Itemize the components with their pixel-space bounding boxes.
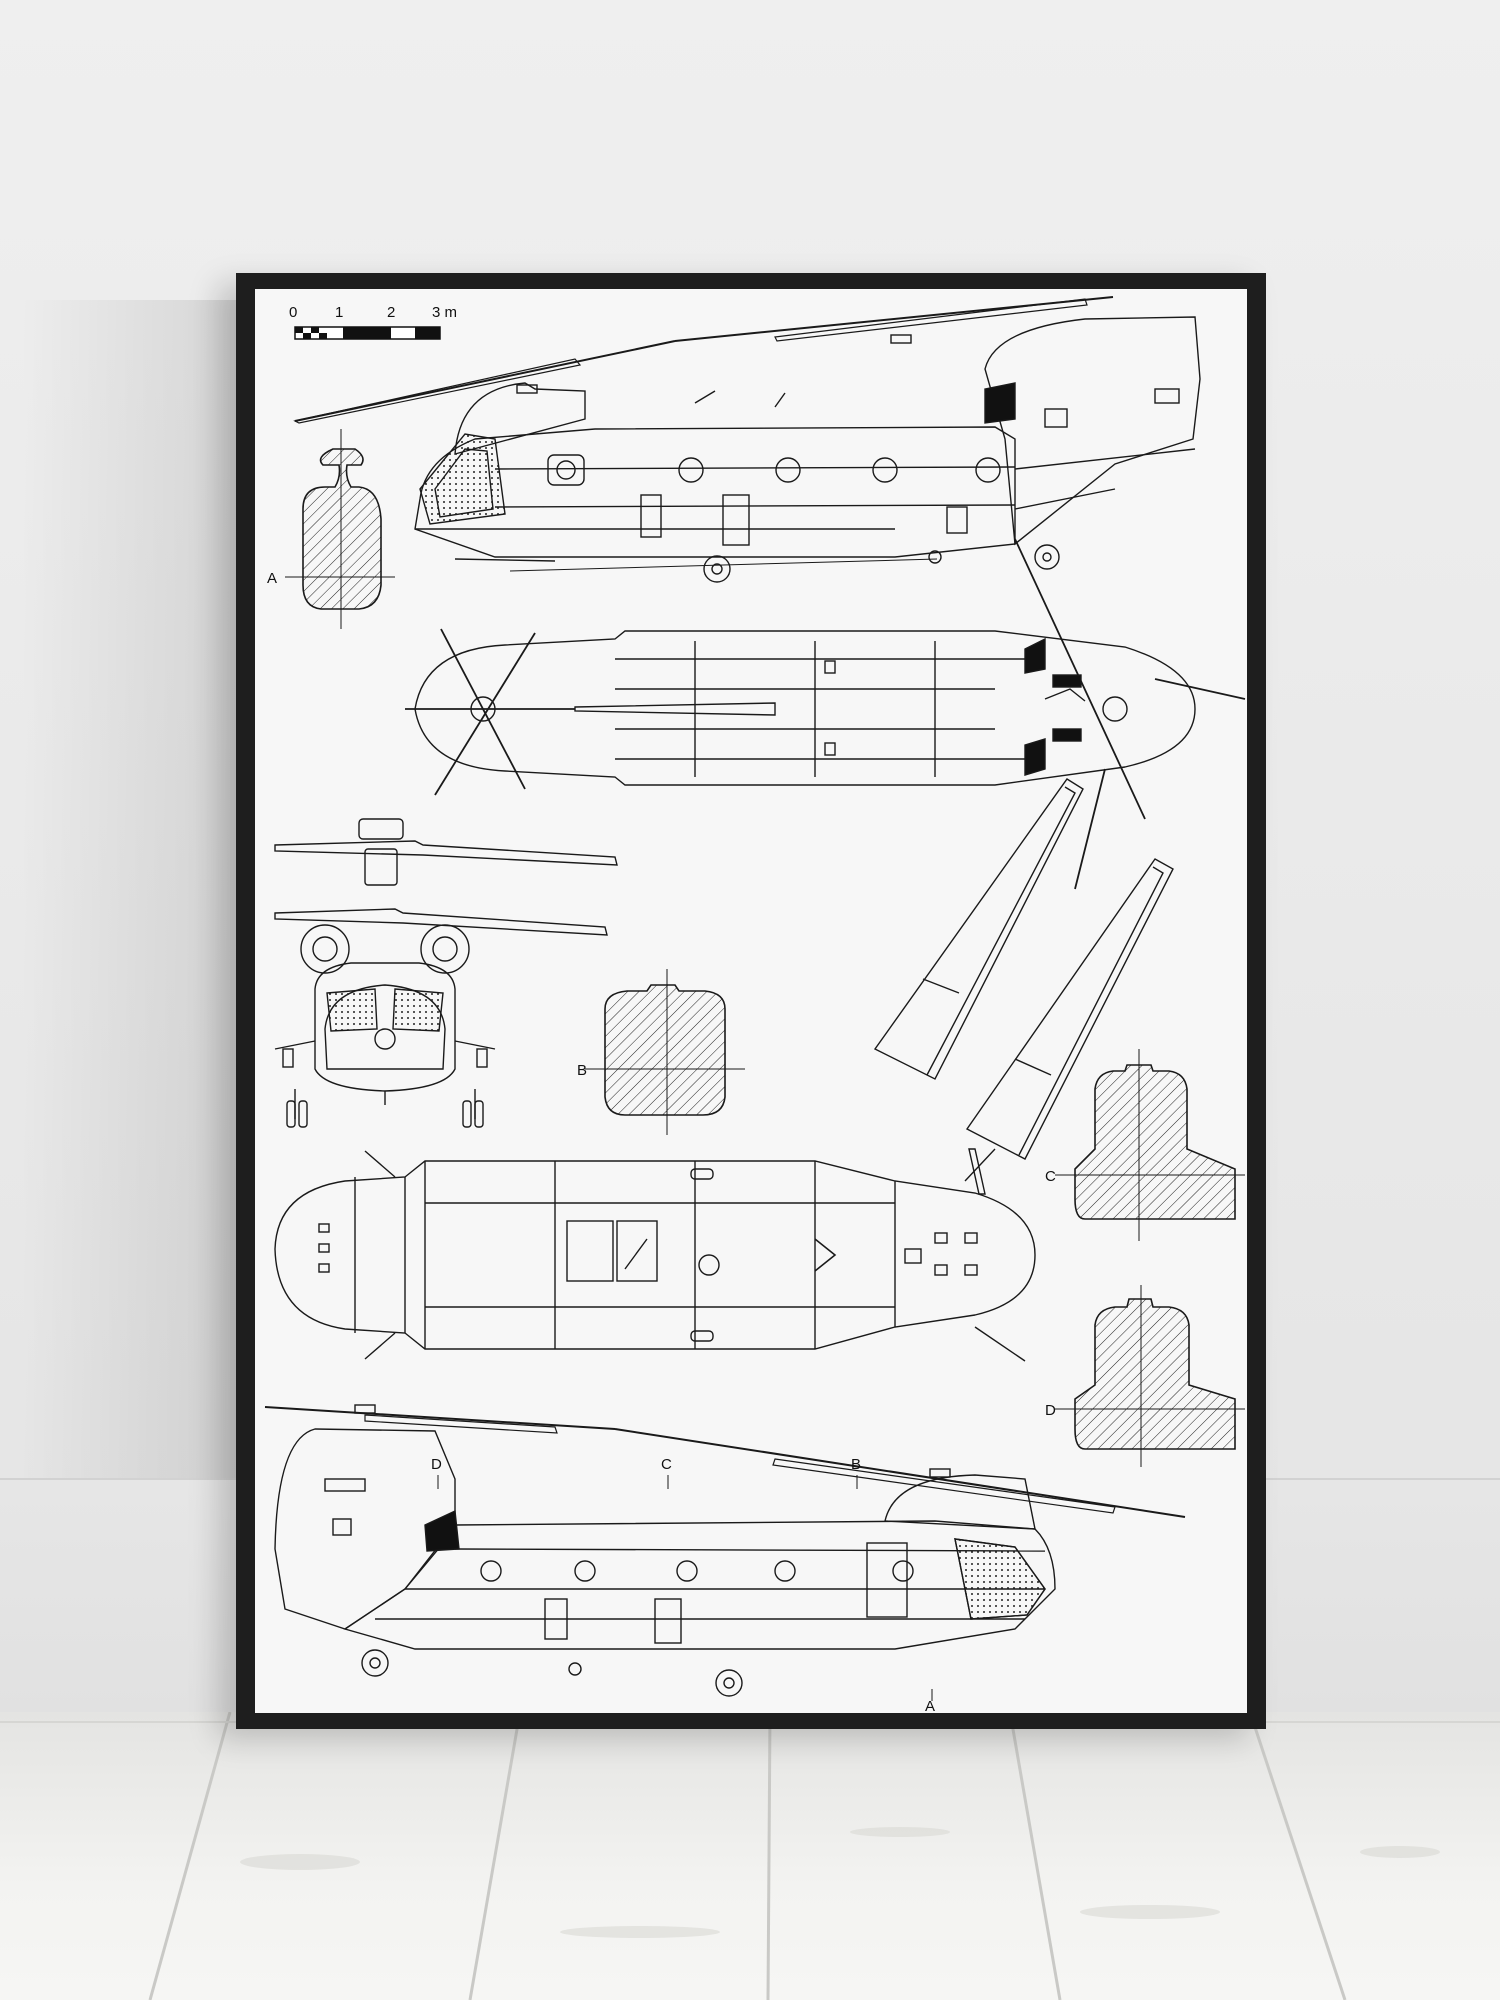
front-view <box>274 818 618 1128</box>
section-a-profile: A <box>267 429 395 629</box>
poster-paper: 0 1 2 3 m <box>255 289 1247 1713</box>
side-section-marker-d: D <box>431 1456 442 1473</box>
section-d-profile: D <box>1045 1285 1245 1467</box>
side-section-marker-b: B <box>851 1456 861 1473</box>
side-view-top <box>293 296 1201 583</box>
section-label-d: D <box>1045 1402 1056 1419</box>
blueprint-drawing: 0 1 2 3 m <box>264 296 1246 1713</box>
section-label-b: B <box>577 1062 587 1079</box>
detached-rotor-blades <box>873 778 1174 1195</box>
side-view-bottom <box>264 1404 1186 1701</box>
scale-label-3m: 3 m <box>432 304 457 321</box>
floorboards <box>0 1712 1500 2000</box>
wooden-floor <box>0 1712 1500 2000</box>
scale-label-1: 1 <box>335 304 343 321</box>
side-section-marker-a: A <box>925 1698 935 1713</box>
section-label-c: C <box>1045 1168 1056 1185</box>
side-section-marker-c: C <box>661 1456 672 1473</box>
section-c-profile: C <box>1045 1049 1245 1241</box>
section-b-profile: B <box>577 969 745 1135</box>
section-label-a: A <box>267 570 277 587</box>
underside-view <box>274 1148 1036 1362</box>
scale-label-2: 2 <box>387 304 395 321</box>
scale-bar: 0 1 2 3 m <box>289 304 457 340</box>
plan-view <box>405 538 1246 890</box>
scale-label-0: 0 <box>289 304 297 321</box>
